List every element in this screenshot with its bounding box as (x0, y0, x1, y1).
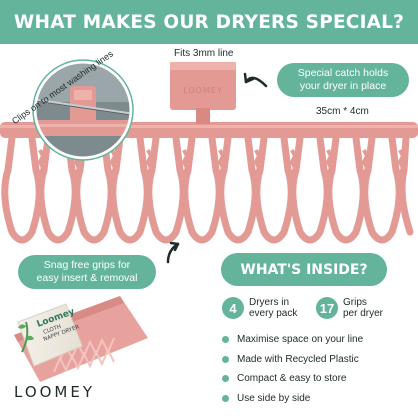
fits-label: Fits 3mm line (174, 48, 234, 59)
stat-dryers: 4 Dryers in every pack (222, 293, 297, 323)
brand-logo: LOOMEY (14, 383, 96, 401)
list-item: Made with Recycled Plastic (222, 350, 363, 370)
pack-line1: CLOTH (43, 324, 62, 336)
bullet-icon (222, 355, 229, 363)
list-item: Use side by side (222, 389, 363, 409)
special-catch-callout: Special catch holds your dryer in place (277, 63, 409, 97)
whats-inside-title: WHAT'S INSIDE? (240, 261, 368, 278)
stat-dryers-value: 4 (222, 297, 244, 319)
stat-grips-line1: Grips (343, 297, 367, 308)
special-catch: LOOMEY (170, 62, 236, 124)
callout-line1: Special catch holds (297, 67, 389, 79)
bullet-icon (222, 336, 229, 344)
zigzag-grips (38, 149, 405, 181)
catch-logo: LOOMEY (183, 86, 223, 95)
grips-line2: easy insert & removal (36, 272, 138, 284)
stat-dryers-line2: every pack (249, 308, 298, 319)
grip-arrow-icon (166, 241, 180, 264)
bullet-icon (222, 394, 229, 402)
whats-inside-banner: WHAT'S INSIDE? (221, 253, 387, 286)
list-item: Compact & easy to store (222, 369, 363, 389)
callout-line2: your dryer in place (299, 80, 387, 92)
stat-dryers-line1: Dryers in (249, 297, 290, 308)
catch-arrow-icon (243, 72, 268, 88)
stat-grips-line2: per dryer (343, 308, 384, 319)
feature-list: Maximise space on your line Made with Re… (222, 330, 363, 408)
stat-grips: 17 Grips per dryer (316, 293, 383, 323)
grips-line1: Snag free grips for (43, 259, 131, 271)
product-pack: Loomey CLOTH NAPPY DRYER (14, 296, 148, 382)
size-label: 35cm * 4cm (316, 106, 369, 117)
grips-callout: Snag free grips for easy insert & remova… (18, 255, 156, 289)
bullet-icon (222, 375, 229, 383)
list-item: Maximise space on your line (222, 330, 363, 350)
grip-loops (1, 134, 414, 244)
stat-grips-value: 17 (316, 297, 338, 319)
header-title: WHAT MAKES OUR DRYERS SPECIAL? (13, 11, 405, 33)
header-banner: WHAT MAKES OUR DRYERS SPECIAL? (0, 0, 418, 44)
